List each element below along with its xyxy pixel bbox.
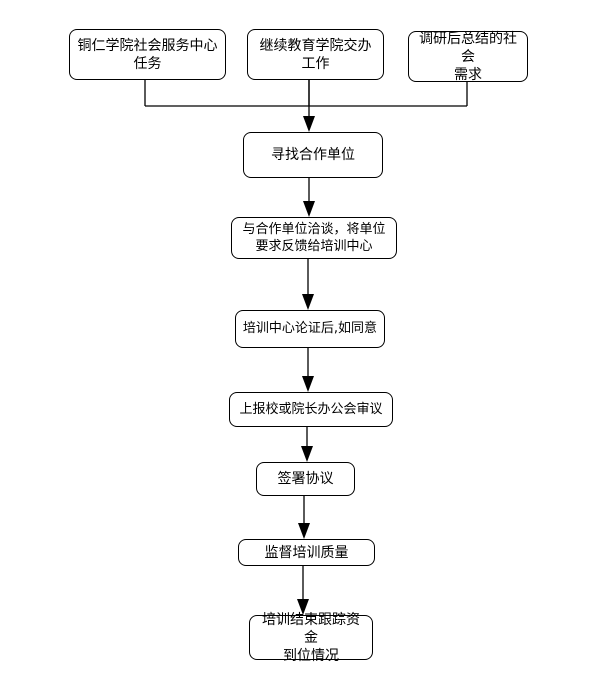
source-box-continuing-education: 继续教育学院交办 工作 <box>247 29 384 80</box>
step-negotiate: 与合作单位洽谈，将单位 要求反馈给培训中心 <box>231 217 397 259</box>
step-text: 与合作单位洽谈，将单位 要求反馈给培训中心 <box>242 222 386 254</box>
step-evaluate: 培训中心论证后,如同意 <box>235 310 385 348</box>
arrowhead <box>298 523 310 539</box>
arrowhead <box>303 201 315 217</box>
step-text: 签署协议 <box>277 471 334 487</box>
source-text: 调研后总结的社会 需求 <box>419 30 517 83</box>
step-text: 培训结束跟踪资金 到位情况 <box>262 611 360 664</box>
arrowhead <box>302 376 314 392</box>
step-track-funds: 培训结束跟踪资金 到位情况 <box>249 612 373 664</box>
source-text: 继续教育学院交办 工作 <box>259 37 372 72</box>
step-text: 上报校或院长办公会审议 <box>239 401 383 417</box>
step-submit-review: 上报校或院长办公会审议 <box>229 392 393 427</box>
step-text: 监督培训质量 <box>264 544 349 561</box>
source-box-social-demand: 调研后总结的社会 需求 <box>408 30 528 83</box>
arrowhead <box>297 599 309 615</box>
step-text: 寻找合作单位 <box>271 147 355 163</box>
arrowhead <box>301 446 313 462</box>
step-find-partner: 寻找合作单位 <box>243 132 383 178</box>
arrowhead <box>303 116 315 132</box>
step-text: 培训中心论证后,如同意 <box>242 321 378 336</box>
source-box-service-center: 铜仁学院社会服务中心 任务 <box>69 29 226 80</box>
source-text: 铜仁学院社会服务中心 任务 <box>77 37 218 72</box>
step-sign-agreement: 签署协议 <box>256 462 355 496</box>
step-supervise-quality: 监督培训质量 <box>238 539 375 566</box>
arrowhead <box>302 294 314 310</box>
